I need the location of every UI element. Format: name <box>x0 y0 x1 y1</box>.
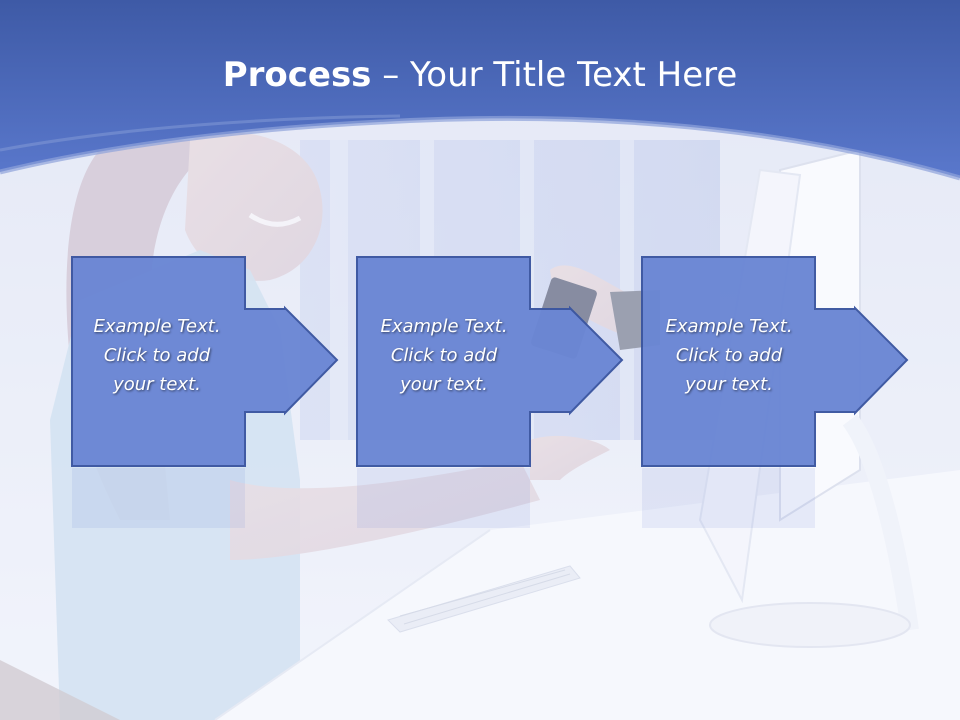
title-rest-part: – Your Title Text Here <box>371 55 738 95</box>
process-step-1-shape <box>71 256 339 467</box>
process-step-2-shape <box>356 256 624 467</box>
process-step-1-text[interactable]: Example Text. Click to add your text. <box>93 316 221 395</box>
title-bold-part: Process <box>222 55 372 95</box>
process-step-3-shape <box>641 256 909 467</box>
slide-title[interactable]: Process – Your Title Text Here <box>0 52 960 98</box>
process-step-2-text[interactable]: Example Text. Click to add your text. <box>380 316 508 395</box>
process-step-3-text[interactable]: Example Text. Click to add your text. <box>665 316 793 395</box>
